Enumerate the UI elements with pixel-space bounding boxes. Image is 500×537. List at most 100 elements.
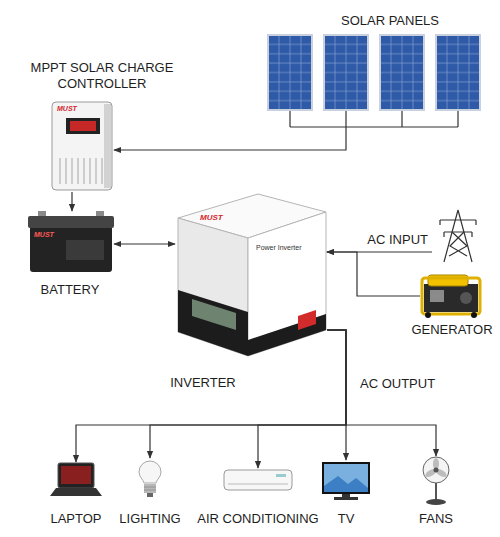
inverter-illustration (192, 299, 236, 330)
power-pylon (440, 210, 476, 262)
tv-icon (322, 462, 370, 494)
panel-wiring (290, 111, 458, 127)
charge-controller-illustration (60, 158, 102, 184)
generator-illustration (424, 284, 478, 312)
connector-group (72, 127, 436, 468)
component-node: BATTERY (28, 211, 114, 272)
component-node: TV (320, 460, 372, 502)
air-conditioner-icon (276, 474, 286, 477)
connector-label: AC OUTPUT (358, 376, 437, 392)
tv-icon (324, 464, 368, 492)
charge-controller-illustration (66, 118, 100, 134)
fan-icon (426, 499, 446, 505)
light-bulb-icon (144, 487, 156, 490)
component-node: MPPT SOLAR CHARGE CONTROLLER (50, 100, 114, 192)
solar-panel-array (380, 35, 424, 110)
charge-controller-illustration (52, 102, 112, 190)
generator-illustration (430, 290, 444, 302)
fan-icon (435, 467, 448, 478)
component-node: SOLAR PANELS (264, 32, 490, 127)
solar-panel-array (268, 35, 312, 110)
charge-controller-illustration (104, 104, 111, 188)
fan-icon (435, 483, 437, 500)
power-connector (150, 330, 346, 458)
inverter-illustration (178, 218, 248, 356)
component-label: MPPT SOLAR CHARGE CONTROLLER (12, 60, 192, 91)
laptop-icon (50, 488, 102, 496)
component-label: AC INPUT (367, 232, 428, 248)
component-label: INVERTER (170, 375, 236, 391)
power-connector (71, 192, 72, 211)
power-connector (327, 330, 436, 456)
component-label: GENERATOR (411, 322, 492, 338)
fan-icon (424, 467, 437, 478)
laptop-icon (50, 463, 102, 496)
air-conditioner-icon (224, 470, 292, 490)
component-node: AC INPUT (432, 208, 484, 264)
component-label: FANS (419, 511, 453, 527)
solar-panel-array (324, 35, 368, 110)
component-node: FANS (418, 456, 454, 506)
component-label: LAPTOP (50, 511, 101, 527)
battery-illustration (66, 240, 104, 260)
solar-panel-array (436, 35, 480, 110)
component-node: GENERATOR (420, 272, 484, 318)
component-label: AIR CONDITIONING (197, 511, 318, 527)
component-label: SOLAR PANELS (341, 13, 439, 29)
generator-illustration (425, 312, 431, 318)
power-connector (258, 330, 346, 468)
power-pylon (440, 220, 476, 232)
solar-panel-array (268, 35, 480, 110)
battery-illustration (28, 216, 114, 228)
fan-icon (434, 468, 439, 473)
inverter-illustration (178, 290, 248, 356)
generator-illustration (460, 292, 472, 304)
air-conditioner-icon (224, 470, 292, 490)
power-pylon (444, 210, 472, 262)
generator-illustration (422, 275, 480, 318)
power-connector (327, 252, 420, 296)
laptop-icon (61, 466, 91, 484)
brand-label: MUST (57, 105, 77, 112)
brand-label: MUST (34, 231, 54, 238)
air-conditioner-icon (228, 484, 288, 485)
power-pylon (449, 232, 467, 256)
power-connector (76, 330, 346, 462)
component-label: BATTERY (41, 282, 100, 298)
light-bulb-icon (139, 461, 161, 483)
light-bulb-icon (139, 461, 161, 497)
tv-icon (334, 497, 358, 500)
panel-wiring (290, 126, 458, 127)
charge-controller-illustration (52, 102, 112, 190)
component-node: AIR CONDITIONING (222, 468, 294, 494)
power-connector (327, 330, 346, 460)
fan-icon (423, 457, 449, 483)
generator-illustration (422, 278, 480, 314)
component-node: LIGHTING (136, 458, 164, 502)
light-bulb-icon (147, 493, 153, 497)
inverter-illustration (248, 212, 326, 356)
brand-label: MUST (200, 214, 223, 222)
charge-controller-illustration (70, 121, 96, 131)
generator-illustration (471, 312, 477, 318)
tv-icon (322, 462, 370, 500)
panel-wiring (290, 111, 458, 127)
power-connector (114, 243, 175, 244)
light-bulb-icon (144, 484, 156, 493)
fan-icon (423, 457, 449, 505)
component-node: INVERTER (175, 192, 327, 358)
brand-label: Power Inverter (256, 244, 302, 251)
inverter-illustration (298, 310, 316, 330)
battery-illustration (28, 211, 114, 272)
component-node: LAPTOP (50, 462, 102, 500)
battery-illustration (30, 226, 112, 272)
laptop-icon (58, 463, 94, 488)
tv-icon (324, 476, 368, 492)
inverter-illustration (178, 194, 326, 356)
component-label: LIGHTING (119, 511, 180, 527)
power-pylon (440, 220, 476, 237)
power-connector (114, 127, 346, 150)
tv-icon (342, 494, 350, 497)
component-label: TV (338, 511, 355, 527)
